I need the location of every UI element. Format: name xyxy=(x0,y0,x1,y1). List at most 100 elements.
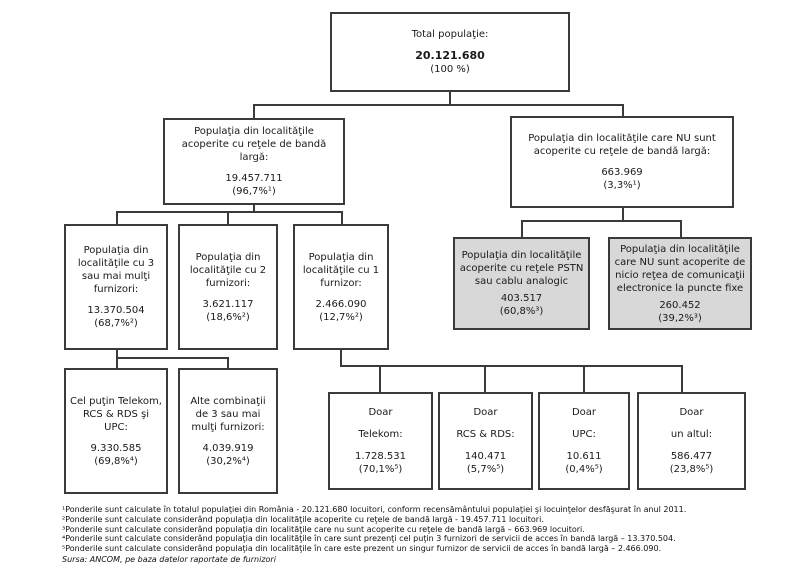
node-label: Cel puţin Telekom, RCS & RDS şi UPC: xyxy=(70,395,162,433)
node-value: 403.517 xyxy=(500,293,543,304)
node-values: 4.039.919 (30,2%⁴) xyxy=(203,442,254,468)
node-label-line1: Doar xyxy=(571,407,597,418)
connector-line xyxy=(227,211,229,224)
node-label: Populaţia din localităţile cu 1 furnizor… xyxy=(302,251,380,289)
connector-line xyxy=(253,104,255,118)
node-other-combinations: Alte combinaţii de 3 sau mai mulţi furni… xyxy=(178,368,278,494)
node-value: 13.370.504 xyxy=(87,305,145,316)
connector-line xyxy=(449,92,451,106)
connector-line xyxy=(116,211,343,213)
connector-line xyxy=(340,365,683,367)
node-values: 9.330.585 (69,8%⁴) xyxy=(91,442,142,468)
node-label: Total populaţie: xyxy=(411,28,489,40)
node-label-line1: Doar xyxy=(368,407,393,418)
footnote-1: ¹Ponderile sunt calculate în totalul pop… xyxy=(62,505,687,514)
node-percent: (12,7%²) xyxy=(319,311,363,323)
node-3plus-providers: Populaţia din localităţile cu 3 sau mai … xyxy=(64,224,168,350)
connector-line xyxy=(681,365,683,392)
node-at-least-telekom-rcs-upc: Cel puţin Telekom, RCS & RDS şi UPC: 9.3… xyxy=(64,368,168,494)
node-value: 10.611 xyxy=(566,451,602,462)
node-value: 2.466.090 xyxy=(315,298,367,310)
node-percent: (39,2%³) xyxy=(658,312,702,324)
connector-line xyxy=(340,349,342,367)
node-label-line2: RCS & RDS: xyxy=(456,429,515,440)
node-label: Populaţia din localităţile care NU sunt … xyxy=(528,133,716,157)
node-percent: (60,8%³) xyxy=(499,306,544,317)
node-value: 260.452 xyxy=(659,299,701,311)
node-only-upc: Doar UPC: 10.611 (0,4%⁵) xyxy=(538,392,630,490)
connector-line xyxy=(521,220,523,237)
connector-line xyxy=(521,220,682,222)
footnote-4: ⁴Ponderile sunt calculate considerând po… xyxy=(62,534,676,544)
connector-line xyxy=(622,207,624,222)
node-percent: (69,8%⁴) xyxy=(94,455,138,467)
node-only-other: Doar un altul: 586.477 (23,8%⁵) xyxy=(637,392,746,490)
connector-line xyxy=(253,104,624,106)
footnote-2: ²Ponderile sunt calculate considerând po… xyxy=(62,514,544,524)
node-label-line1: Doar xyxy=(679,407,704,418)
connector-line xyxy=(583,365,585,392)
node-percent: (96,7%¹) xyxy=(232,186,276,197)
node-covered-broadband: Populaţia din localităţile acoperite cu … xyxy=(163,118,345,205)
node-only-telekom: Doar Telekom: 1.728.531 (70,1%⁵) xyxy=(328,392,433,490)
node-percent: (18,6%²) xyxy=(206,311,250,323)
node-values: 19.457.711 (96,7%¹) xyxy=(225,172,282,198)
node-no-fixed-network: Populaţia din localităţile care NU sunt … xyxy=(608,237,752,330)
footnote-5: ⁵Ponderile sunt calculate considerând po… xyxy=(62,544,662,553)
node-label: Alte combinaţii de 3 sau mai mulţi furni… xyxy=(190,395,266,433)
node-values: 2.466.090 (12,7%²) xyxy=(316,298,367,324)
node-values: 663.969 (3,3%¹) xyxy=(601,166,642,192)
node-value: 140.471 xyxy=(464,451,507,462)
node-label: Populaţia din localităţile acoperite cu … xyxy=(181,126,327,163)
node-label: Populaţia din localităţile care NU sunt … xyxy=(614,243,746,294)
node-total-population: Total populaţie: 20.121.680 (100 %) xyxy=(330,12,570,92)
node-percent: (68,7%²) xyxy=(94,318,138,329)
node-value: 663.969 xyxy=(601,167,643,178)
connector-line xyxy=(622,104,624,116)
node-values: 20.121.680 (100 %) xyxy=(415,49,485,76)
node-pstn-analog-cable: Populaţia din localităţile acoperite cu … xyxy=(453,237,590,330)
node-values: 3.621.117 (18,6%²) xyxy=(203,298,254,324)
node-percent: (0,4%⁵) xyxy=(565,464,603,475)
node-percent: (30,2%⁴) xyxy=(206,455,250,467)
connector-line xyxy=(227,357,229,368)
connector-line xyxy=(116,357,118,368)
node-value: 9.330.585 xyxy=(90,442,142,454)
node-not-covered-broadband: Populaţia din localităţile care NU sunt … xyxy=(510,116,734,208)
connector-line xyxy=(379,365,381,392)
node-only-rcs-rds: Doar RCS & RDS: 140.471 (5,7%⁵) xyxy=(438,392,533,490)
node-label: Populaţia din localităţile cu 3 sau mai … xyxy=(77,245,155,295)
connector-line xyxy=(116,357,229,359)
connector-line xyxy=(341,211,343,224)
node-value: 3.621.117 xyxy=(202,298,254,310)
node-value: 1.728.531 xyxy=(355,451,406,462)
node-label-line2: UPC: xyxy=(572,429,596,440)
footnote-3: ³Ponderile sunt calculate considerând po… xyxy=(62,524,585,534)
connector-line xyxy=(484,365,486,392)
node-1-provider: Populaţia din localităţile cu 1 furnizor… xyxy=(293,224,389,350)
footnotes: ¹Ponderile sunt calculate în totalul pop… xyxy=(62,505,792,565)
node-label-line2: un altul: xyxy=(670,429,713,440)
node-label: Populaţia din localităţile acoperite cu … xyxy=(459,250,584,287)
source-line: Sursa: ANCOM, pe baza datelor raportate … xyxy=(62,554,276,564)
node-percent: (3,3%¹) xyxy=(603,180,641,191)
node-values: 403.517 (60,8%³) xyxy=(500,292,544,318)
node-value: 586.477 xyxy=(670,451,713,462)
node-percent: (100 %) xyxy=(430,64,470,76)
connector-line xyxy=(116,349,118,359)
node-label: Populaţia din localităţile cu 2 furnizor… xyxy=(189,251,267,289)
node-percent: (70,1%⁵) xyxy=(358,464,403,475)
connector-line xyxy=(680,220,682,237)
node-label-line2: Telekom: xyxy=(358,429,403,440)
node-2-providers: Populaţia din localităţile cu 2 furnizor… xyxy=(178,224,278,350)
node-percent: (23,8%⁵) xyxy=(669,464,714,475)
connector-line xyxy=(253,204,255,213)
node-percent: (5,7%⁵) xyxy=(466,464,505,475)
node-label-line1: Doar xyxy=(473,407,498,418)
connector-line xyxy=(116,211,118,224)
node-value: 20.121.680 xyxy=(415,48,485,62)
node-value: 4.039.919 xyxy=(202,442,254,454)
node-values: 260.452 (39,2%³) xyxy=(658,299,702,325)
node-values: 13.370.504 (68,7%²) xyxy=(87,304,144,330)
